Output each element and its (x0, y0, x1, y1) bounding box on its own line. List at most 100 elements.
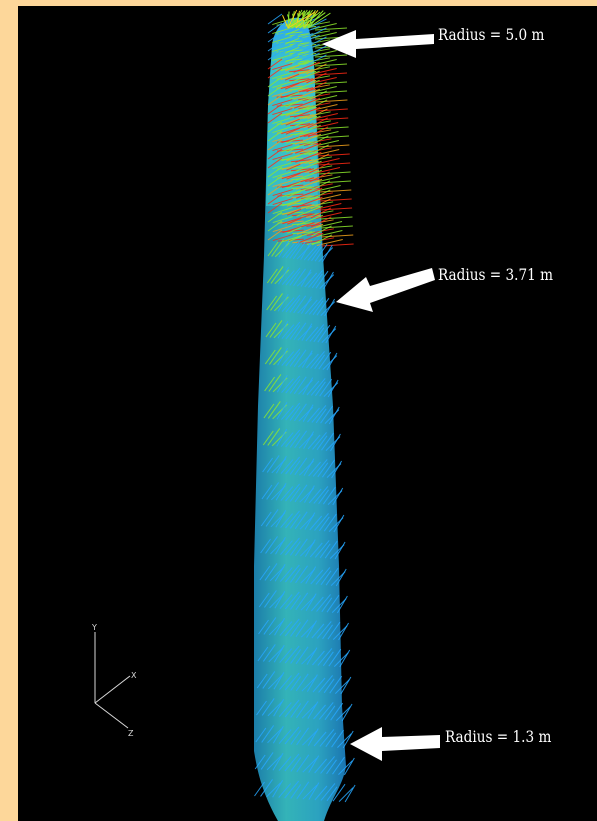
velocity-vector (284, 28, 300, 36)
velocity-vector (281, 168, 315, 180)
velocity-vector (278, 729, 292, 744)
velocity-vector (262, 457, 274, 473)
x-axis-line (94, 675, 131, 704)
velocity-vector (272, 135, 293, 143)
velocity-vector (296, 781, 310, 800)
velocity-vector (302, 757, 318, 773)
velocity-vector (309, 171, 330, 183)
velocity-vector (299, 11, 321, 29)
velocity-vector (312, 130, 339, 138)
velocity-vector (290, 757, 302, 772)
velocity-vector (332, 625, 348, 640)
velocity-vector (327, 379, 339, 398)
velocity-vector (307, 701, 319, 719)
velocity-vector (303, 245, 317, 261)
velocity-vector (310, 207, 332, 219)
velocity-vector (319, 378, 333, 397)
velocity-vector (261, 725, 275, 743)
velocity-vector (293, 97, 321, 109)
velocity-vector (282, 15, 289, 29)
velocity-vector (317, 462, 329, 478)
velocity-vector (285, 267, 301, 286)
velocity-vector (323, 271, 334, 290)
velocity-vector (332, 783, 346, 802)
velocity-vector (289, 42, 310, 46)
velocity-vector (297, 298, 312, 314)
velocity-vector (272, 144, 293, 152)
velocity-vector (290, 568, 301, 583)
velocity-vector (325, 325, 337, 344)
velocity-vector (285, 375, 301, 394)
velocity-vector (267, 401, 281, 419)
velocity-vector (281, 270, 295, 285)
velocity-vector (299, 147, 332, 155)
velocity-vector (284, 73, 300, 81)
velocity-vector (266, 755, 282, 771)
velocity-vector (277, 202, 304, 206)
velocity-vector (314, 27, 348, 31)
velocity-vector (280, 432, 294, 447)
velocity-vector (291, 10, 311, 29)
velocity-vector (318, 516, 330, 532)
velocity-vector (264, 590, 277, 608)
velocity-vector (315, 567, 331, 585)
velocity-vector (267, 148, 283, 160)
velocity-vector (281, 378, 294, 393)
velocity-vector (267, 175, 283, 187)
velocity-vector (289, 298, 301, 313)
velocity-vector (285, 483, 300, 502)
velocity-vector (316, 229, 343, 237)
velocity-vector (280, 486, 294, 501)
velocity-vector (338, 622, 349, 641)
velocity-vector (272, 90, 293, 98)
velocity-vector (319, 729, 335, 747)
velocity-vector (285, 402, 301, 421)
velocity-vector (293, 34, 320, 46)
velocity-vector (300, 622, 316, 638)
velocity-vector (310, 198, 331, 210)
velocity-vector (310, 351, 325, 369)
velocity-vector (297, 232, 324, 244)
velocity-vector (279, 621, 293, 636)
velocity-vector (289, 433, 301, 448)
velocity-vector (312, 121, 339, 129)
velocity-vector (272, 752, 284, 771)
velocity-vector (318, 171, 351, 175)
velocity-vector (304, 539, 316, 557)
velocity-vector (294, 538, 308, 557)
velocity-vector (267, 701, 283, 717)
velocity-vector (309, 542, 323, 558)
velocity-vector (318, 675, 333, 693)
velocity-vector (284, 672, 300, 691)
velocity-vector (294, 115, 321, 127)
velocity-vector (272, 216, 293, 224)
velocity-vector (301, 649, 316, 665)
velocity-vector (289, 60, 310, 64)
velocity-vector (301, 676, 317, 692)
velocity-vector (285, 100, 300, 108)
velocity-vector (294, 484, 308, 503)
velocity-vector (319, 198, 352, 202)
velocity-vector (284, 753, 300, 772)
velocity-vector (334, 679, 350, 694)
velocity-vector (316, 621, 332, 639)
velocity-vector (309, 162, 330, 174)
velocity-vector (341, 703, 353, 722)
velocity-vector (267, 31, 283, 43)
velocity-vector (272, 117, 293, 125)
velocity-vector (284, 726, 300, 745)
velocity-vector (289, 352, 301, 367)
velocity-vector (289, 33, 310, 37)
velocity-vector (285, 510, 300, 529)
velocity-vector (287, 9, 298, 29)
velocity-vector (306, 674, 318, 692)
arrow-radius-3-71 (336, 268, 435, 312)
velocity-vector (296, 700, 309, 719)
velocity-vector (315, 270, 329, 289)
velocity-vector (275, 455, 287, 474)
velocity-vector (277, 229, 304, 233)
velocity-vector (312, 650, 325, 666)
velocity-vector (302, 404, 314, 422)
velocity-vector (338, 787, 354, 802)
velocity-vector (281, 150, 314, 162)
